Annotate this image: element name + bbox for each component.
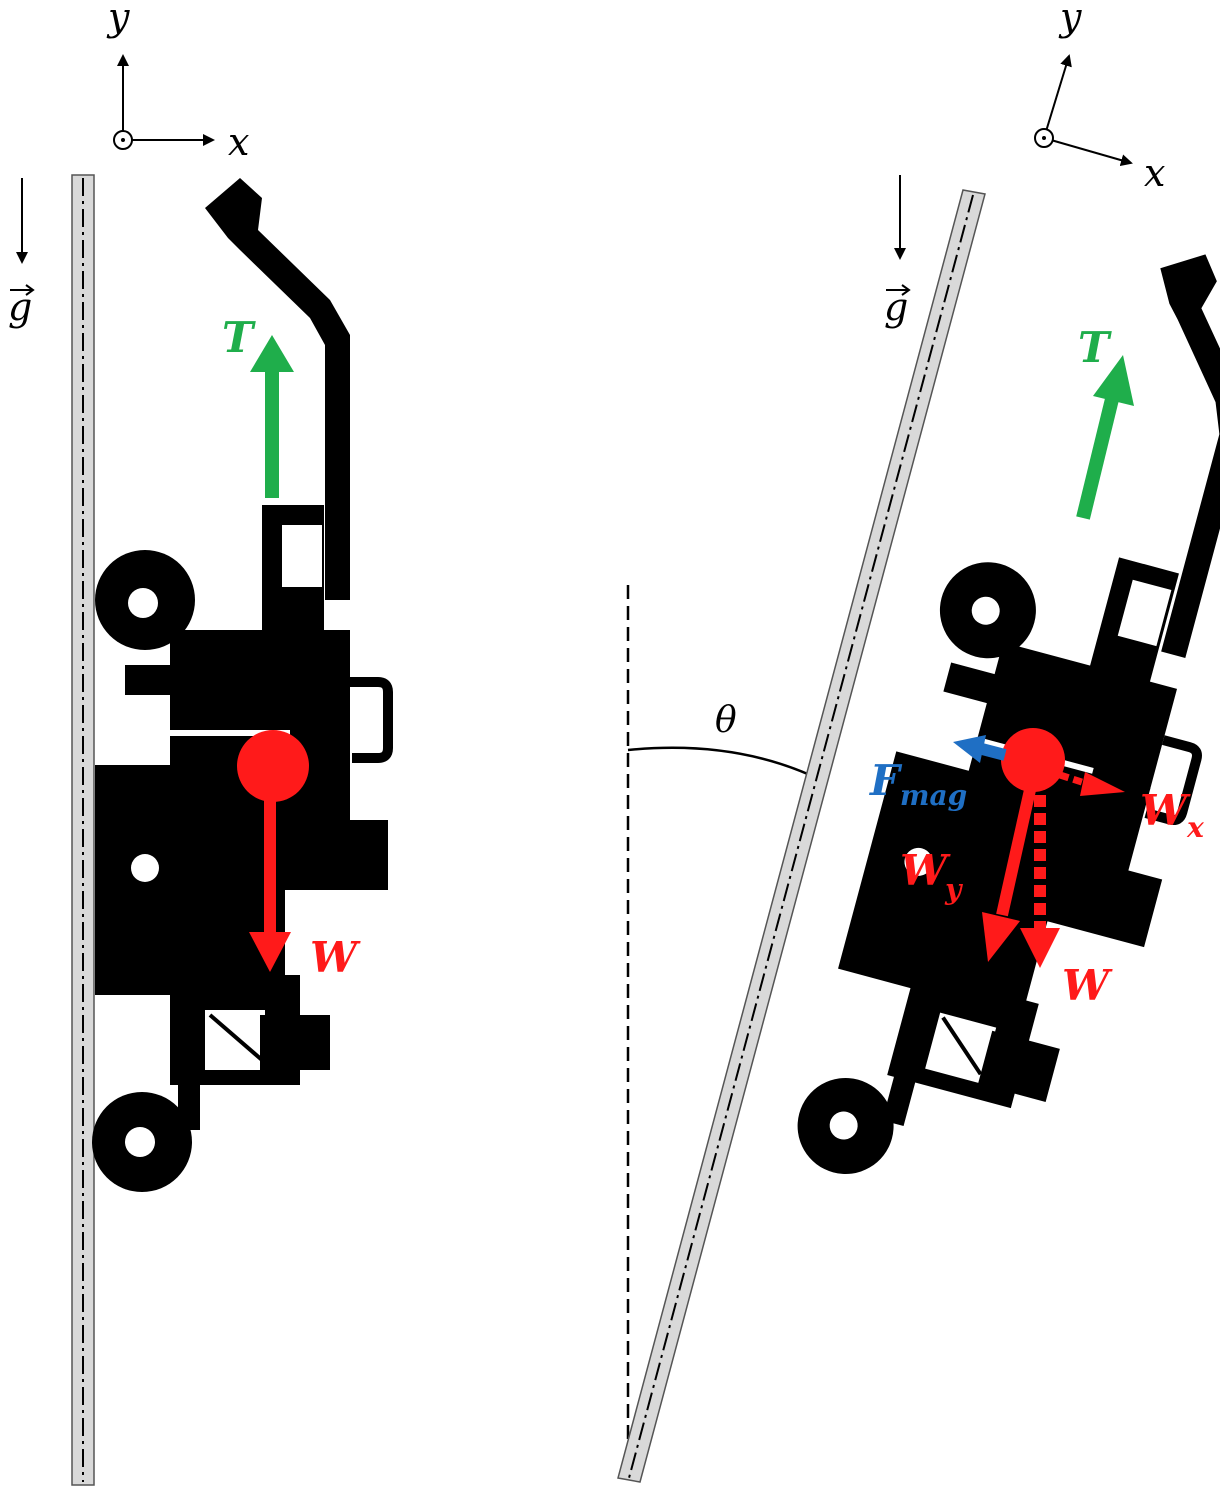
left-panel: y x g <box>8 0 393 1486</box>
left-tension-arrow: T <box>222 313 294 498</box>
weight-y-component-label: Wy <box>900 846 963 906</box>
magnetic-force-arrow: Fmag <box>869 735 1007 812</box>
left-tension-label: T <box>222 313 256 362</box>
right-gravity-label: g <box>884 285 908 329</box>
right-inclined-wall <box>617 189 986 1483</box>
right-weight-arrow: W <box>1020 795 1113 1010</box>
magnetic-force-label: Fmag <box>869 756 967 812</box>
left-wall <box>71 174 95 1486</box>
right-robot-silhouette <box>797 254 1220 1174</box>
weight-x-component-label: Wx <box>1140 786 1204 844</box>
right-tension-arrow: T <box>1076 323 1134 520</box>
left-axis-x-label: x <box>228 120 249 164</box>
weight-x-component-arrow: Wx <box>1058 771 1204 844</box>
left-center-of-mass <box>237 730 309 802</box>
left-gravity-label: g <box>8 285 32 329</box>
left-coordinate-frame: y x <box>106 0 249 164</box>
left-weight-label: W <box>310 933 361 982</box>
angle-theta-label: θ <box>715 700 737 741</box>
angle-indicator: θ <box>627 700 811 777</box>
right-panel: y x g θ <box>617 0 1220 1483</box>
left-weight-arrow: W <box>237 730 361 982</box>
right-center-of-mass <box>1001 728 1065 792</box>
right-weight-label: W <box>1062 961 1113 1010</box>
right-axis-y-label: y <box>1058 0 1082 39</box>
right-coordinate-frame: y x <box>1034 0 1165 195</box>
left-axis-y-label: y <box>106 0 130 39</box>
left-gravity-indicator: g <box>8 178 35 329</box>
left-robot-silhouette <box>92 178 393 1192</box>
right-tension-label: T <box>1078 323 1112 372</box>
right-axis-x-label: x <box>1144 151 1165 195</box>
weight-y-component-arrow: Wy <box>900 788 1036 962</box>
right-gravity-indicator: g <box>884 175 911 329</box>
